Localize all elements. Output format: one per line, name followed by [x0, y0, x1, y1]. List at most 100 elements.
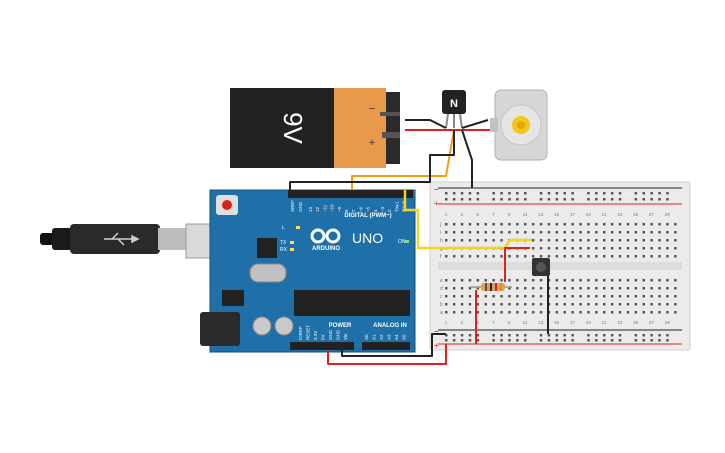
breadboard-hole[interactable] — [634, 231, 638, 234]
breadboard-hole[interactable] — [587, 339, 590, 342]
breadboard-hole[interactable] — [571, 198, 574, 201]
breadboard-hole[interactable] — [666, 279, 669, 282]
breadboard-hole[interactable] — [642, 339, 646, 342]
wire-red-top[interactable] — [504, 247, 530, 282]
breadboard-hole[interactable] — [492, 279, 495, 282]
breadboard-hole[interactable] — [484, 231, 488, 234]
breadboard-hole[interactable] — [508, 339, 511, 342]
breadboard-hole[interactable] — [610, 223, 614, 226]
breadboard-hole[interactable] — [587, 311, 590, 314]
breadboard-hole[interactable] — [468, 339, 472, 342]
npn-transistor[interactable]: N — [442, 90, 466, 129]
breadboard-hole[interactable] — [484, 279, 488, 282]
breadboard-hole[interactable] — [642, 334, 646, 337]
breadboard-hole[interactable] — [508, 311, 511, 314]
breadboard-hole[interactable] — [539, 287, 543, 290]
reset-button[interactable] — [222, 200, 232, 210]
breadboard-hole[interactable] — [500, 279, 503, 282]
breadboard-hole[interactable] — [492, 339, 495, 342]
breadboard-hole[interactable] — [666, 287, 669, 290]
breadboard-hole[interactable] — [445, 295, 448, 298]
breadboard-hole[interactable] — [666, 255, 669, 258]
breadboard-hole[interactable] — [571, 295, 574, 298]
breadboard-hole[interactable] — [642, 287, 646, 290]
breadboard-hole[interactable] — [603, 231, 606, 234]
breadboard-hole[interactable] — [468, 287, 472, 290]
breadboard-hole[interactable] — [650, 311, 653, 314]
breadboard-hole[interactable] — [618, 231, 622, 234]
breadboard-hole[interactable] — [563, 192, 567, 195]
breadboard-hole[interactable] — [492, 198, 495, 201]
breadboard-hole[interactable] — [603, 339, 606, 342]
breadboard-hole[interactable] — [500, 231, 503, 234]
breadboard-hole[interactable] — [634, 239, 638, 242]
breadboard-hole[interactable] — [626, 295, 630, 298]
wire-battery-minus[interactable] — [405, 119, 447, 129]
dc-motor[interactable] — [490, 89, 548, 161]
breadboard-hole[interactable] — [524, 198, 527, 201]
breadboard-hole[interactable] — [500, 334, 503, 337]
breadboard-hole[interactable] — [445, 223, 448, 226]
breadboard-hole[interactable] — [508, 303, 511, 306]
breadboard-hole[interactable] — [618, 247, 622, 250]
breadboard-hole[interactable] — [587, 255, 590, 258]
breadboard-hole[interactable] — [571, 339, 574, 342]
breadboard-hole[interactable] — [618, 287, 622, 290]
breadboard-hole[interactable] — [610, 303, 614, 306]
breadboard-hole[interactable] — [603, 198, 606, 201]
breadboard-hole[interactable] — [460, 198, 464, 201]
breadboard-hole[interactable] — [626, 311, 630, 314]
breadboard-hole[interactable] — [563, 287, 567, 290]
breadboard-hole[interactable] — [492, 295, 495, 298]
breadboard-hole[interactable] — [579, 239, 582, 242]
breadboard-hole[interactable] — [618, 311, 622, 314]
breadboard-hole[interactable] — [634, 223, 638, 226]
breadboard-hole[interactable] — [476, 239, 480, 242]
breadboard-hole[interactable] — [674, 279, 677, 282]
breadboard-hole[interactable] — [603, 311, 606, 314]
breadboard-hole[interactable] — [460, 339, 464, 342]
breadboard-hole[interactable] — [603, 192, 606, 195]
breadboard-hole[interactable] — [555, 255, 559, 258]
breadboard-hole[interactable] — [539, 311, 543, 314]
breadboard-hole[interactable] — [571, 247, 574, 250]
breadboard-hole[interactable] — [634, 339, 638, 342]
breadboard-hole[interactable] — [539, 239, 543, 242]
arduino-uno[interactable]: DIGITAL (PWM~) UNO ARDUINO POWER ANALOG … — [200, 189, 416, 353]
breadboard-hole[interactable] — [587, 239, 590, 242]
breadboard-hole[interactable] — [563, 198, 567, 201]
breadboard-hole[interactable] — [452, 192, 456, 195]
breadboard-hole[interactable] — [603, 239, 606, 242]
breadboard-hole[interactable] — [626, 223, 630, 226]
breadboard-hole[interactable] — [618, 295, 622, 298]
breadboard-hole[interactable] — [516, 223, 519, 226]
breadboard-hole[interactable] — [539, 231, 543, 234]
wire-yellow-button[interactable] — [403, 190, 532, 250]
breadboard-hole[interactable] — [563, 239, 567, 242]
breadboard-hole[interactable] — [579, 311, 582, 314]
breadboard-hole[interactable] — [452, 255, 456, 258]
breadboard-hole[interactable] — [626, 239, 630, 242]
breadboard-hole[interactable] — [610, 231, 614, 234]
breadboard-hole[interactable] — [658, 287, 661, 290]
breadboard-hole[interactable] — [539, 279, 543, 282]
breadboard-hole[interactable] — [658, 279, 661, 282]
breadboard-hole[interactable] — [555, 311, 559, 314]
breadboard-hole[interactable] — [618, 198, 622, 201]
breadboard-hole[interactable] — [595, 295, 598, 298]
breadboard-hole[interactable] — [555, 287, 559, 290]
breadboard-hole[interactable] — [516, 334, 519, 337]
breadboard-hole[interactable] — [516, 287, 519, 290]
breadboard-hole[interactable] — [555, 239, 559, 242]
breadboard-hole[interactable] — [650, 192, 653, 195]
breadboard-hole[interactable] — [603, 247, 606, 250]
breadboard-hole[interactable] — [618, 192, 622, 195]
breadboard-hole[interactable] — [492, 303, 495, 306]
breadboard-hole[interactable] — [492, 192, 495, 195]
breadboard-hole[interactable] — [547, 239, 551, 242]
breadboard-hole[interactable] — [610, 198, 614, 201]
breadboard-hole[interactable] — [445, 311, 448, 314]
breadboard-hole[interactable] — [610, 334, 614, 337]
breadboard-hole[interactable] — [626, 287, 630, 290]
breadboard-hole[interactable] — [555, 334, 559, 337]
